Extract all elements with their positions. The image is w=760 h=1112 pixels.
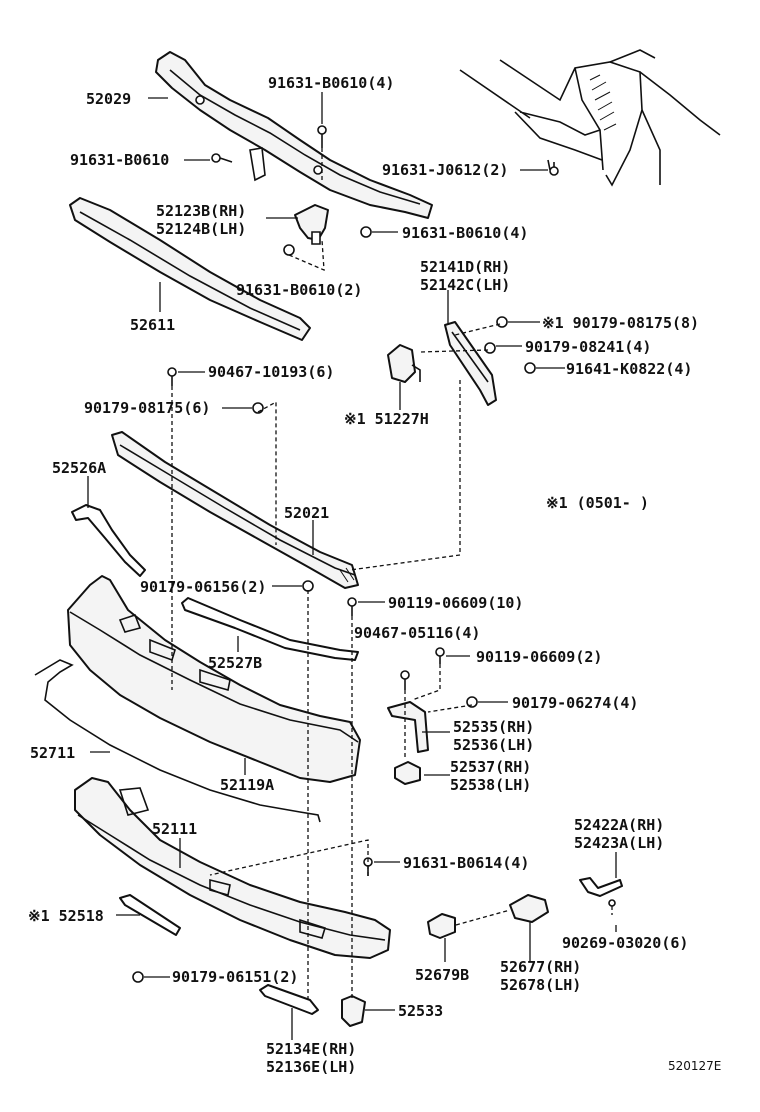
label-52124b: 52124B(LH) [156, 220, 246, 238]
label-52678: 52678(LH) [500, 976, 581, 994]
label-52518: ※1 52518 [28, 907, 104, 925]
label-90467-10193-6: 90467-10193(6) [208, 363, 334, 381]
diagram-id: 520127E [668, 1059, 721, 1073]
label-52142c: 52142C(LH) [420, 276, 510, 294]
label-90467-05116-4: 90467-05116(4) [354, 624, 480, 642]
label-52711: 52711 [30, 744, 75, 762]
part-52029-reinforcement [155, 51, 433, 219]
label-90179-08175-6: 90179-08175(6) [84, 399, 210, 417]
part-52119a-bumper-cover [67, 575, 361, 783]
part-52527b-strip [181, 597, 359, 661]
part-52535-bracket [387, 701, 429, 753]
part-52123b-bracket [294, 204, 329, 245]
label-90119-06609-10: 90119-06609(10) [388, 594, 523, 612]
label-52537: 52537(RH) [450, 758, 531, 776]
part-52111-lower-bumper [74, 777, 391, 959]
label-52136e: 52136E(LH) [266, 1058, 356, 1076]
label-51227h: ※1 51227H [344, 410, 429, 428]
label-91641-k0822-4: 91641-K0822(4) [566, 360, 692, 378]
label-52134e: 52134E(RH) [266, 1040, 356, 1058]
fasteners [132, 125, 559, 983]
label-52538: 52538(LH) [450, 776, 531, 794]
part-52422a [579, 877, 623, 907]
part-52141d-bracket [444, 321, 497, 406]
part-52537 [394, 761, 421, 785]
label-90179-08175-8: ※1 90179-08175(8) [542, 314, 699, 332]
label-52526a: 52526A [52, 459, 106, 477]
leader-lines [87, 92, 617, 1040]
label-52021: 52021 [284, 504, 329, 522]
label-52677: 52677(RH) [500, 958, 581, 976]
label-52422a: 52422A(RH) [574, 816, 664, 834]
part-labels: 52029 91631-B0610(4) 91631-B0610 91631-J… [28, 74, 721, 1076]
part-52134e-strip [259, 984, 319, 1015]
label-90179-06156-2: 90179-06156(2) [140, 578, 266, 596]
label-52119a: 52119A [220, 776, 274, 794]
label-90179-08241-4: 90179-08241(4) [525, 338, 651, 356]
part-52526a-strip [71, 504, 146, 577]
label-91631-j0612-2: 91631-J0612(2) [382, 161, 508, 179]
label-52029: 52029 [86, 90, 131, 108]
label-52679b: 52679B [415, 966, 469, 984]
label-91631-b0610: 91631-B0610 [70, 151, 169, 169]
label-52536: 52536(LH) [453, 736, 534, 754]
part-52611-absorber [69, 197, 311, 341]
note-1: ※1 (0501- ) [546, 494, 649, 512]
label-90119-06609-2: 90119-06609(2) [476, 648, 602, 666]
label-90269-03020-6: 90269-03020(6) [562, 934, 688, 952]
part-52711-seal [34, 659, 321, 823]
part-52679b [427, 913, 456, 939]
label-52111: 52111 [152, 820, 197, 838]
label-91631-b0610-4a: 91631-B0610(4) [268, 74, 394, 92]
part-51227h [387, 344, 421, 383]
label-90179-06151-2: 90179-06151(2) [172, 968, 298, 986]
part-52677 [509, 894, 549, 923]
label-52527b: 52527B [208, 654, 262, 672]
part-52021-reinforcement [111, 431, 359, 589]
label-52533: 52533 [398, 1002, 443, 1020]
label-52423a: 52423A(LH) [574, 834, 664, 852]
label-91631-b0614-4: 91631-B0614(4) [403, 854, 529, 872]
part-52533 [341, 995, 366, 1027]
label-52123b: 52123B(RH) [156, 202, 246, 220]
vehicle-body-drawing [459, 49, 721, 187]
label-52141d: 52141D(RH) [420, 258, 510, 276]
label-90179-06274-4: 90179-06274(4) [512, 694, 638, 712]
label-91631-b0610-4b: 91631-B0610(4) [402, 224, 528, 242]
label-52611: 52611 [130, 316, 175, 334]
label-91631-b0610-2: 91631-B0610(2) [236, 281, 362, 299]
assembly-lines [171, 148, 613, 1000]
part-52518-cover [119, 894, 181, 936]
label-52535: 52535(RH) [453, 718, 534, 736]
